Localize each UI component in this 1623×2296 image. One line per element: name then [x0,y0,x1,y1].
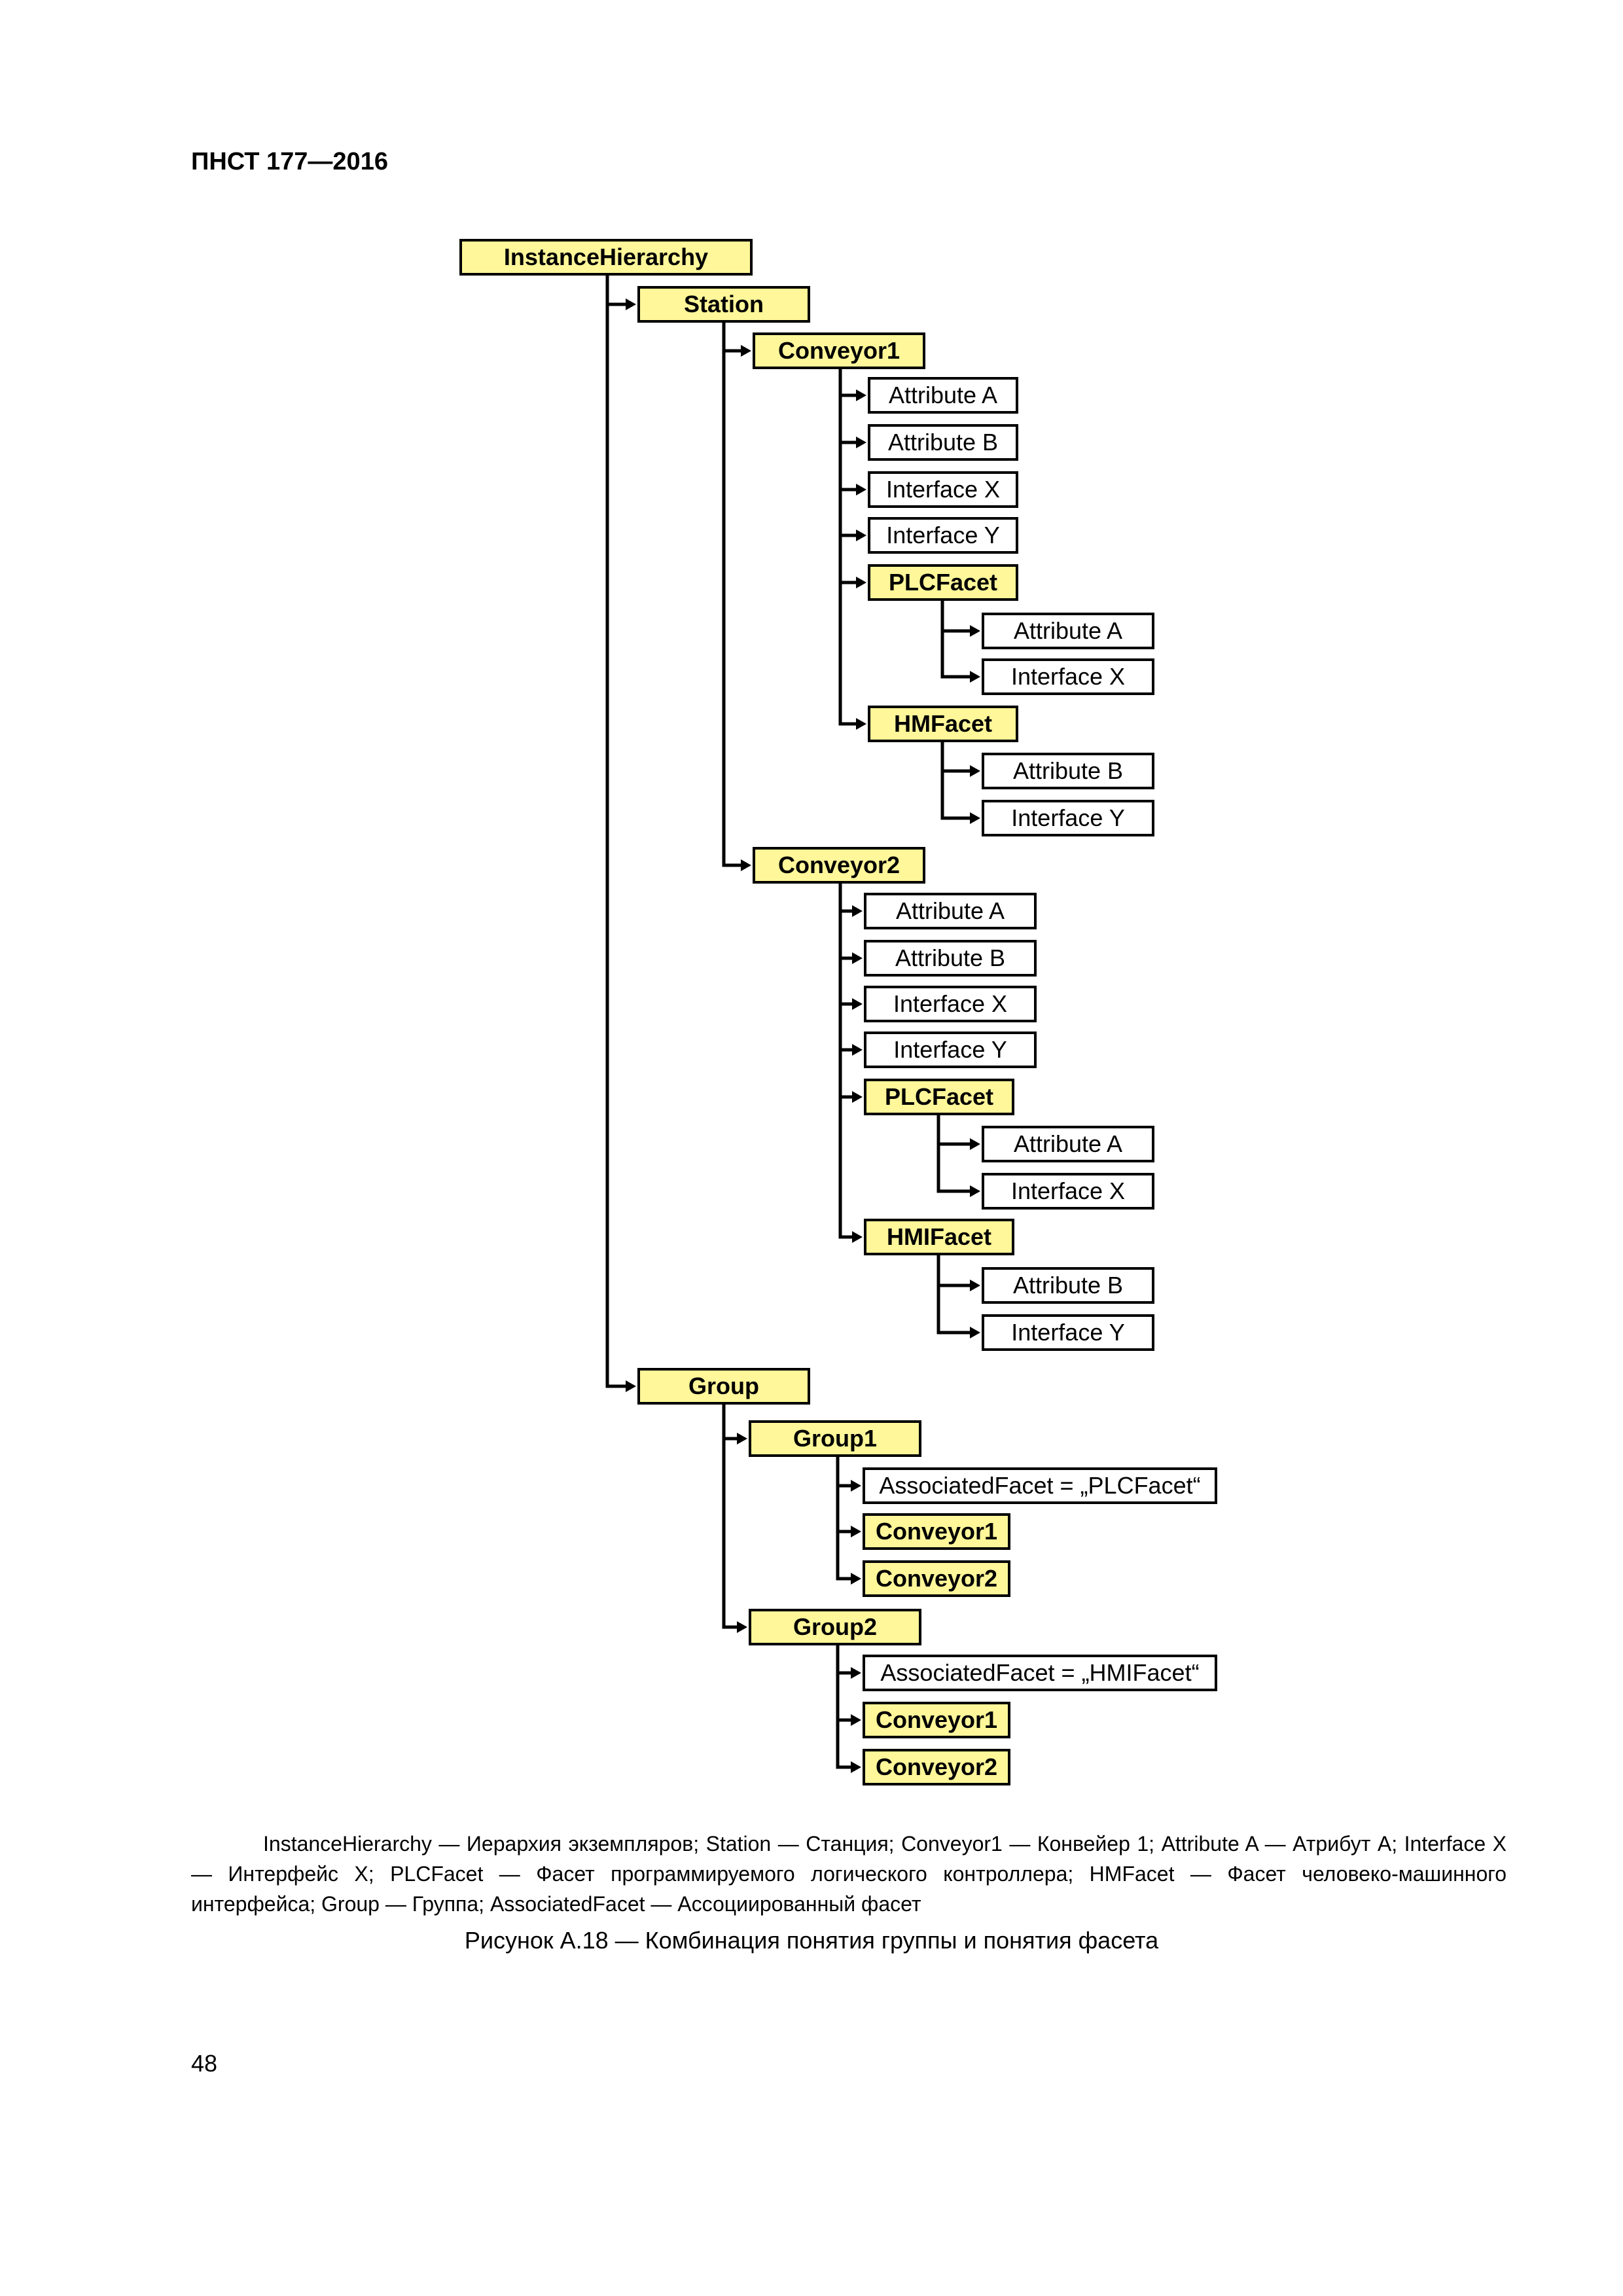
node-attribute-b: Attribute B [982,1267,1154,1304]
arrow-head [852,998,863,1010]
arrow-head [852,952,863,964]
arrow-head [852,1044,863,1056]
node-hmfacet: HMFacet [868,706,1018,742]
arrow-head [856,484,866,495]
node-conveyor2: Conveyor2 [863,1560,1010,1597]
arrow-head [851,1761,861,1773]
node-hmifacet: HMIFacet [864,1219,1014,1255]
node-attribute-b: Attribute B [864,940,1037,977]
page-number: 48 [191,2050,218,2077]
arrow-head [737,1621,747,1633]
arrow-head [856,577,866,588]
legend-text: InstanceHierarchy — Иерархия экземпляров… [191,1832,1507,1916]
node-plcfacet: PLCFacet [868,564,1018,601]
arrow-head [741,859,751,871]
arrow-head [852,1091,863,1103]
node-interface-x: Interface X [864,986,1037,1022]
arrow-head [970,1138,980,1150]
arrow-head [851,1667,861,1679]
node-conveyor1: Conveyor1 [863,1513,1010,1550]
node-interface-x: Interface X [982,658,1154,695]
arrow-head [851,1480,861,1492]
arrow-head [852,905,863,917]
node-interface-y: Interface Y [864,1031,1037,1068]
arrow-head [856,718,866,730]
arrow-head [856,529,866,541]
node-interface-y: Interface Y [982,800,1154,836]
arrow-head [970,765,980,777]
arrow-head [970,1327,980,1338]
arrow-head [970,1185,980,1197]
arrow-head [970,625,980,637]
arrow-head [856,389,866,401]
hierarchy-connectors [605,276,980,1773]
node-attribute-a: Attribute A [982,1126,1154,1162]
figure-legend: InstanceHierarchy — Иерархия экземпляров… [191,1829,1507,1919]
node-attribute-a: Attribute A [868,377,1018,414]
arrow-head [851,1526,861,1537]
node-instancehierarchy: InstanceHierarchy [459,239,753,276]
node-plcfacet: PLCFacet [864,1079,1014,1115]
node-interface-x: Interface X [982,1173,1154,1210]
node-attribute-b: Attribute B [868,424,1018,461]
node-attribute-a: Attribute A [982,613,1154,649]
arrow-head [970,671,980,683]
node-conveyor1: Conveyor1 [863,1702,1010,1738]
arrow-head [851,1714,861,1726]
node-attribute-a: Attribute A [864,893,1037,929]
arrow-head [626,298,636,310]
node-associatedfacet-hmifacet: AssociatedFacet = „HMIFacet“ [863,1655,1217,1691]
node-group: Group [637,1368,810,1405]
node-conveyor1: Conveyor1 [753,332,925,369]
node-associatedfacet-plcfacet: AssociatedFacet = „PLCFacet“ [863,1467,1217,1504]
arrow-head [852,1231,863,1243]
node-attribute-b: Attribute B [982,753,1154,789]
node-conveyor2: Conveyor2 [863,1749,1010,1785]
figure-caption: Рисунок А.18 — Комбинация понятия группы… [464,1927,1159,1954]
arrow-head [851,1573,861,1585]
node-station: Station [637,286,810,323]
arrow-head [741,345,751,357]
document-id: ПНСТ 177—2016 [191,148,388,175]
arrow-head [970,1280,980,1291]
node-group2: Group2 [749,1609,921,1645]
node-interface-y: Interface Y [868,517,1018,554]
arrow-head [737,1433,747,1444]
node-group1: Group1 [749,1420,921,1457]
node-conveyor2: Conveyor2 [753,847,925,884]
node-interface-y: Interface Y [982,1314,1154,1351]
node-interface-x: Interface X [868,471,1018,508]
arrow-head [856,437,866,448]
arrow-head [970,812,980,824]
arrow-head [626,1380,636,1392]
